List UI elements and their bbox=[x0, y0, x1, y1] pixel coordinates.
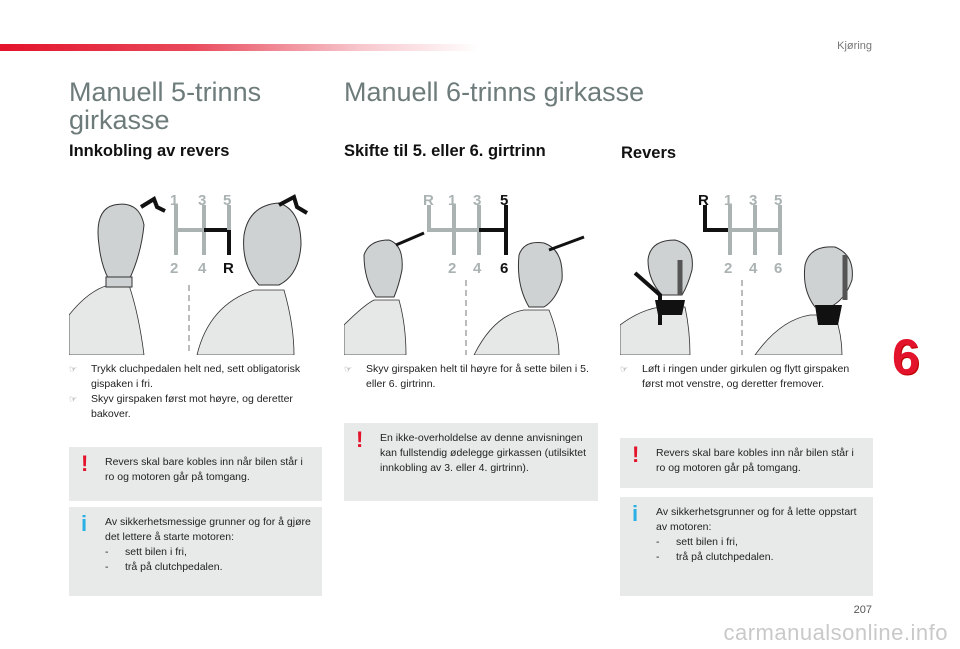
gear-label: 5 bbox=[774, 192, 782, 209]
chapter-number: 6 bbox=[892, 329, 920, 385]
list-item-text: Løft i ringen under girkulen og flytt gi… bbox=[642, 363, 850, 390]
list-item-text: Skyv girspaken først mot høyre, og deret… bbox=[91, 393, 293, 420]
pointing-hand-icon: ☞ bbox=[69, 394, 78, 404]
list-item: ☞ Trykk cluchpedalen helt ned, sett oblig… bbox=[69, 362, 324, 392]
list-item: ☞ Skyv girspaken først mot høyre, og dere… bbox=[69, 392, 324, 422]
gear-label: 6 bbox=[500, 260, 508, 277]
list-item-text: Skyv girspaken helt til høyre for å sett… bbox=[366, 363, 589, 390]
warning-text: En ikke-overholdelse av denne anvisninge… bbox=[380, 432, 587, 474]
list-item-text: sett bilen i fri, bbox=[676, 536, 738, 548]
info-box: i Av sikkerhetsmessige grunner og for å … bbox=[69, 507, 322, 596]
page-number: 207 bbox=[853, 604, 872, 616]
gear-lever-illustration-6-speed: R 1 3 5 2 4 6 bbox=[344, 192, 585, 355]
info-text: Av sikkerhetsmessige grunner og for å gj… bbox=[105, 516, 311, 543]
gear-label: 3 bbox=[749, 192, 757, 209]
list-item: ☞ Løft i ringen under girkulen og flytt g… bbox=[620, 362, 870, 392]
gear-label: 2 bbox=[448, 260, 456, 277]
watermark: carmanualsonline.info bbox=[723, 620, 948, 645]
dash: - bbox=[105, 546, 109, 558]
instructions-list: ☞ Trykk cluchpedalen helt ned, sett oblig… bbox=[69, 362, 324, 422]
subtitle-reverse-engage: Innkobling av revers bbox=[69, 142, 230, 160]
exclamation-icon: ! bbox=[81, 451, 89, 476]
warning-box: ! Revers skal bare kobles inn når bilen s… bbox=[620, 438, 873, 488]
instructions-list: ☞ Løft i ringen under girkulen og flytt g… bbox=[620, 362, 870, 392]
gear-label: 5 bbox=[223, 192, 231, 209]
gear-lever-illustration-5-speed: 1 3 5 2 4 R bbox=[69, 192, 309, 355]
subtitle-reverse: Revers bbox=[621, 144, 677, 162]
info-box: i Av sikkerhetsgrunner og for å lette op… bbox=[620, 497, 873, 596]
list-item-text: trå på clutchpedalen. bbox=[125, 561, 223, 573]
gear-label: 2 bbox=[170, 260, 178, 277]
pointing-hand-icon: ☞ bbox=[620, 364, 629, 374]
info-icon: i bbox=[632, 501, 639, 526]
list-item: - sett bilen i fri, bbox=[105, 545, 312, 560]
list-item: ☞ Skyv girspaken helt til høyre for å set… bbox=[344, 362, 599, 392]
list-item: - trå på clutchpedalen. bbox=[656, 550, 863, 565]
gear-label: R bbox=[223, 260, 234, 277]
dash: - bbox=[656, 536, 660, 548]
gear-label: 5 bbox=[500, 192, 508, 209]
list-item: - sett bilen i fri, bbox=[656, 535, 863, 550]
gear-label: 1 bbox=[448, 192, 456, 209]
header-accent-bar bbox=[0, 44, 480, 51]
title-line: girkasse bbox=[69, 105, 170, 135]
exclamation-icon: ! bbox=[356, 427, 364, 452]
gear-label: 1 bbox=[170, 192, 178, 209]
gear-lever-illustration-reverse: R 1 3 5 2 4 6 bbox=[620, 192, 853, 355]
gear-label: 3 bbox=[473, 192, 481, 209]
section-title: Kjøring bbox=[837, 40, 872, 52]
warning-text: Revers skal bare kobles inn når bilen st… bbox=[656, 447, 854, 474]
subtitle-5-6-gear: Skifte til 5. eller 6. girtrinn bbox=[344, 142, 546, 160]
title-6-speed: Manuell 6-trinns girkasse bbox=[344, 77, 645, 107]
instructions-list: ☞ Skyv girspaken helt til høyre for å set… bbox=[344, 362, 599, 392]
gear-label: 4 bbox=[198, 260, 207, 277]
dash: - bbox=[656, 551, 660, 563]
list-item-text: trå på clutchpedalen. bbox=[676, 551, 774, 563]
info-text: Av sikkerhetsgrunner og for å lette opps… bbox=[656, 506, 857, 533]
pointing-hand-icon: ☞ bbox=[69, 364, 78, 374]
gear-label: 2 bbox=[724, 260, 732, 277]
dash: - bbox=[105, 561, 109, 573]
list-item: - trå på clutchpedalen. bbox=[105, 560, 312, 575]
gear-label: R bbox=[698, 192, 709, 209]
title-line: Manuell 5-trinns bbox=[69, 77, 262, 107]
list-item-text: sett bilen i fri, bbox=[125, 546, 187, 558]
pointing-hand-icon: ☞ bbox=[344, 364, 353, 374]
warning-box: ! En ikke-overholdelse av denne anvisning… bbox=[344, 423, 598, 501]
info-icon: i bbox=[81, 511, 88, 536]
gear-label: 3 bbox=[198, 192, 206, 209]
gear-label: 4 bbox=[473, 260, 482, 277]
gear-label: 1 bbox=[724, 192, 732, 209]
list-item-text: Trykk cluchpedalen helt ned, sett obliga… bbox=[91, 363, 301, 390]
warning-text: Revers skal bare kobles inn når bilen st… bbox=[105, 456, 303, 483]
gear-label: R bbox=[423, 192, 434, 209]
warning-box: ! Revers skal bare kobles inn når bilen s… bbox=[69, 447, 322, 501]
gear-label: 4 bbox=[749, 260, 758, 277]
gear-label: 6 bbox=[774, 260, 782, 277]
exclamation-icon: ! bbox=[632, 442, 640, 467]
